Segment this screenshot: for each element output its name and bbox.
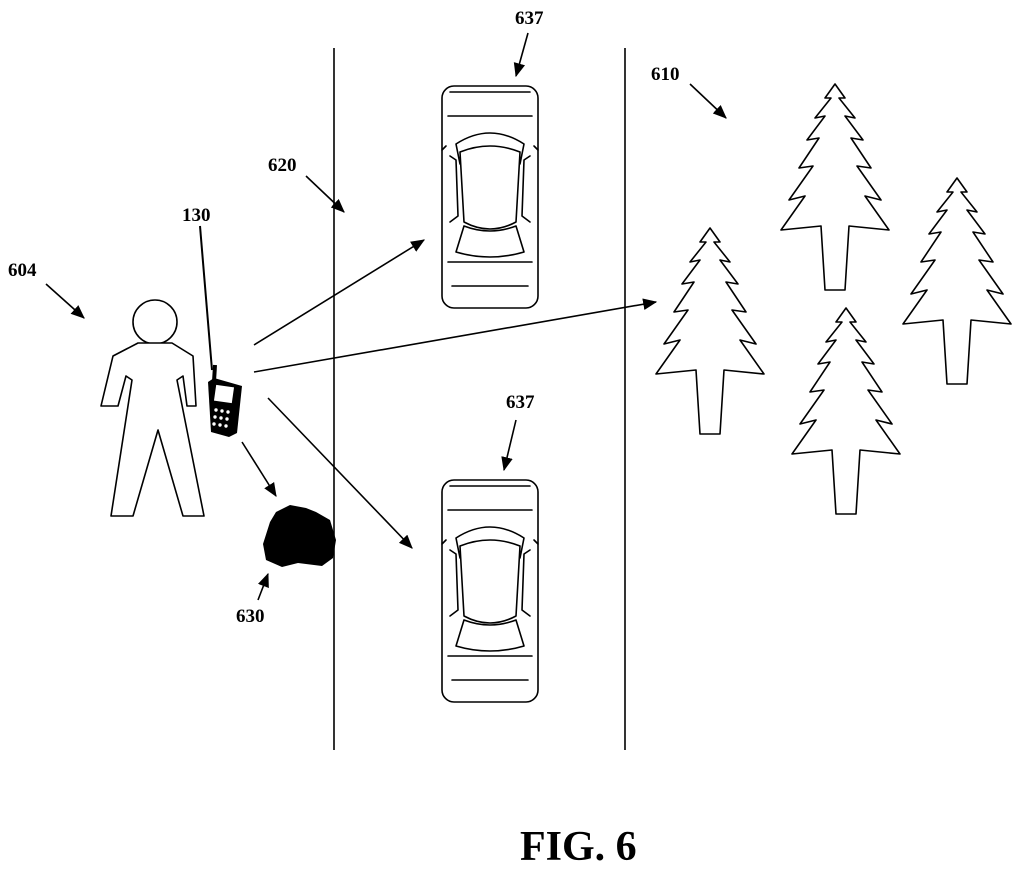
person-figure [101,300,204,516]
vehicle-bottom [442,480,538,702]
dark-object [263,505,336,567]
label-130: 130 [182,205,211,226]
handheld-device-icon [208,365,242,437]
leader-610 [690,84,726,118]
label-637-top: 637 [515,8,544,29]
tree-group [656,84,1011,514]
leader-604 [46,284,84,318]
leader-620 [306,176,344,212]
leader-637-bottom [504,420,516,470]
leader-630 [258,574,268,600]
label-637-bottom: 637 [506,392,535,413]
arrow-to-vehicle-top [254,240,424,345]
label-610: 610 [651,64,680,85]
label-604: 604 [8,260,37,281]
label-620: 620 [268,155,297,176]
leader-130 [200,226,212,370]
vehicle-top [442,86,538,308]
tree-icon [656,228,764,434]
label-630: 630 [236,606,265,627]
tree-icon [792,308,900,514]
figure-caption: FIG. 6 [520,824,637,870]
tree-icon [903,178,1011,384]
leader-637-top [516,33,528,76]
arrow-to-trees [254,302,656,372]
tree-icon [781,84,889,290]
arrow-to-object [242,442,276,496]
